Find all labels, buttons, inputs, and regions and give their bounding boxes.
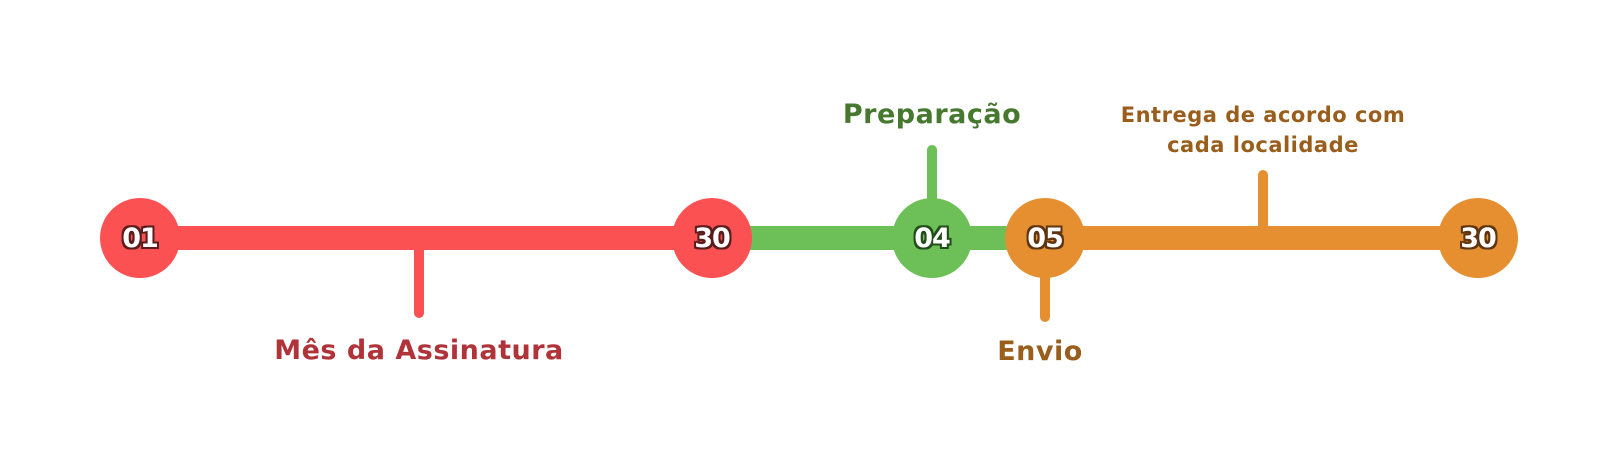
timeline-node-start: 01 xyxy=(100,198,180,278)
timeline-node-delivery-end: 30 xyxy=(1438,198,1518,278)
stem-preparation xyxy=(927,145,937,205)
timeline-segment-subscription xyxy=(140,226,712,250)
timeline-node-shipping: 05 xyxy=(1005,198,1085,278)
label-delivery-line2: cada localidade xyxy=(1167,133,1359,157)
label-delivery-line1: Entrega de acordo com xyxy=(1120,103,1406,127)
node-number: 05 xyxy=(1027,222,1064,254)
label-subscription-month: Mês da Assinatura xyxy=(274,335,564,366)
label-preparation: Preparação xyxy=(842,99,1022,130)
label-delivery: Entrega de acordo com cada localidade xyxy=(1098,100,1428,160)
stem-subscription xyxy=(414,240,424,318)
node-number: 04 xyxy=(914,222,951,254)
node-number: 01 xyxy=(122,222,159,254)
node-number: 30 xyxy=(1460,222,1497,254)
timeline-segment-preparation xyxy=(712,226,1042,250)
stem-shipping xyxy=(1040,268,1050,322)
node-number: 30 xyxy=(694,222,731,254)
stem-delivery xyxy=(1258,170,1268,230)
timeline-node-month-end: 30 xyxy=(672,198,752,278)
timeline-segment-delivery xyxy=(1042,226,1478,250)
label-shipping: Envio xyxy=(997,336,1083,367)
timeline-node-preparation: 04 xyxy=(892,198,972,278)
